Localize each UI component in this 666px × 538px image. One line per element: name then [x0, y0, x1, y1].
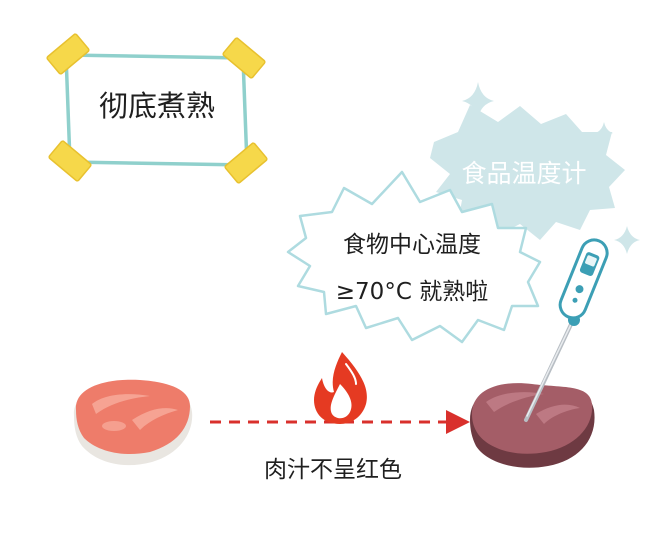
tape-top-right: [222, 37, 266, 79]
tape-bottom-right: [224, 142, 268, 184]
thermometer-button: [575, 285, 584, 294]
flame-icon: [314, 352, 367, 424]
arrow-head-icon: [446, 410, 470, 434]
cooked-steak-icon: [470, 383, 595, 468]
tape-top-left: [46, 33, 90, 75]
tape-bottom-left: [48, 140, 92, 182]
note-card-title: 彻底煮熟: [99, 89, 215, 123]
speech-bubble-line1: 食物中心温度: [343, 232, 481, 258]
speech-bubble-outline: [286, 170, 542, 344]
speech-bubble-line2: ≥70°C 就熟啦: [336, 279, 488, 305]
arrow-caption: 肉汁不呈红色: [264, 457, 402, 483]
temperature-speech-bubble: 食物中心温度 ≥70°C 就熟啦: [286, 170, 542, 344]
sparkle-icon: [614, 226, 640, 254]
thermometer-body: [558, 238, 609, 320]
note-card: 彻底煮熟: [46, 33, 268, 184]
sparkle-icon: [462, 82, 494, 118]
raw-steak-icon: [73, 379, 193, 466]
thermometer-icon: [524, 238, 609, 422]
thermometer-label: 食品温度计: [461, 159, 586, 188]
